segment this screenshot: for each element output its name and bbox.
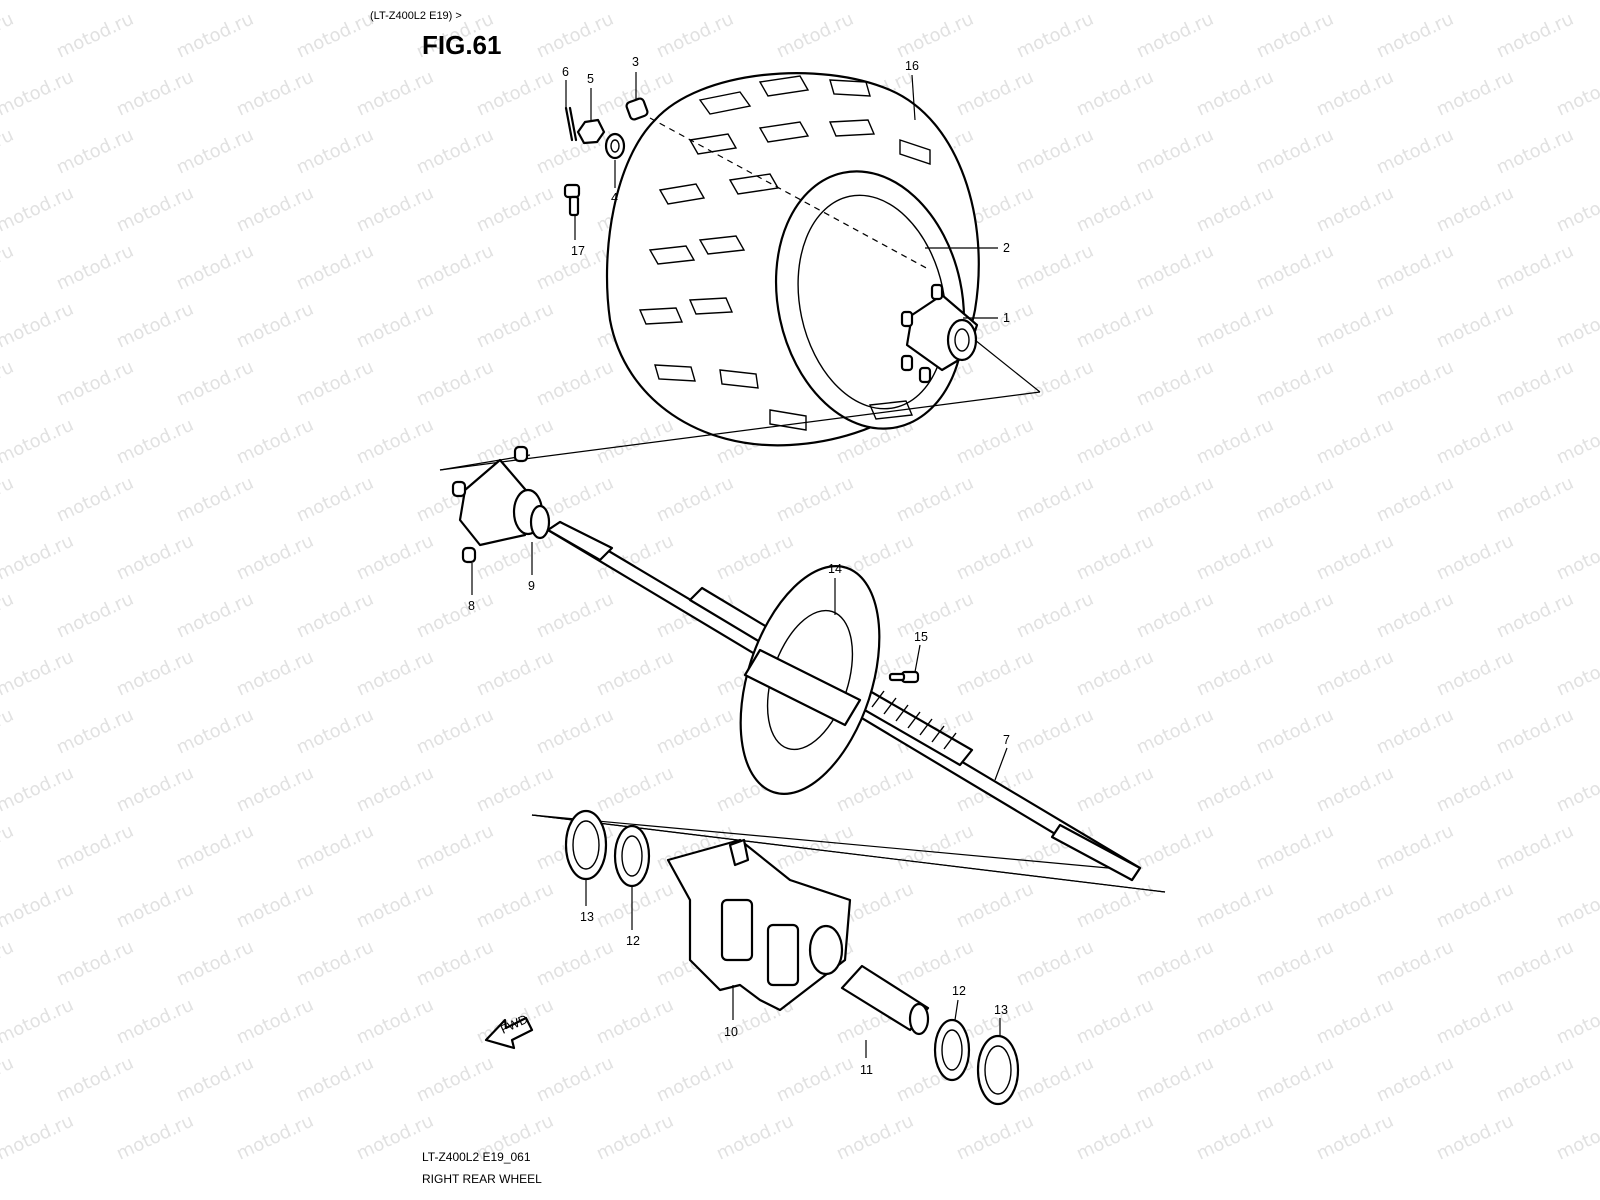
callout-3: 3 [632,55,639,69]
disc-bolt [888,670,920,684]
callout-8: 8 [468,599,475,613]
callout-2: 2 [1003,241,1010,255]
callout-9: 9 [528,579,535,593]
callout-5: 5 [587,72,594,86]
callout-13-left: 13 [580,910,594,924]
callout-10: 10 [724,1025,738,1039]
bearing-left [613,824,651,888]
axle-spacer [840,964,930,1036]
oil-seal-right [976,1034,1020,1106]
callout-15: 15 [914,630,928,644]
washer [604,132,626,160]
cotter-pin [564,106,578,142]
axle-housing [666,838,852,1012]
callout-17: 17 [571,244,585,258]
callout-4: 4 [611,191,618,205]
callout-12-left: 12 [626,934,640,948]
model-range-label: (LT-Z400L2 E19) > [370,10,462,22]
callout-6: 6 [562,65,569,79]
forward-direction-arrow: FWD [484,1012,534,1050]
callout-14: 14 [828,562,842,576]
valve-stem [563,183,581,217]
part-callouts: 1 2 3 4 5 6 7 8 9 10 11 12 12 13 13 14 1… [468,55,1010,1077]
diagram-title: RIGHT REAR WHEEL [422,1172,542,1186]
tire-assembly [605,72,980,447]
hub-oil-seal [529,504,551,540]
callout-7: 7 [1003,733,1010,747]
wheel-hub-upper [900,283,979,384]
figure-number: FIG.61 [422,30,502,60]
callout-13-right: 13 [994,1003,1008,1017]
bearing-right [933,1018,971,1082]
diagram-code: LT-Z400L2 E19_061 [422,1150,531,1164]
wheel-hub-lower [451,445,544,564]
callout-16: 16 [905,59,919,73]
stud-alignment-line [649,117,931,271]
callout-1: 1 [1003,311,1010,325]
callout-12-right: 12 [952,984,966,998]
oil-seal-left [564,809,608,881]
callout-11: 11 [860,1063,873,1077]
brake-disc [739,565,881,795]
castle-nut [576,118,606,145]
cap-nut [625,97,649,121]
leader-lines [471,72,1008,1058]
